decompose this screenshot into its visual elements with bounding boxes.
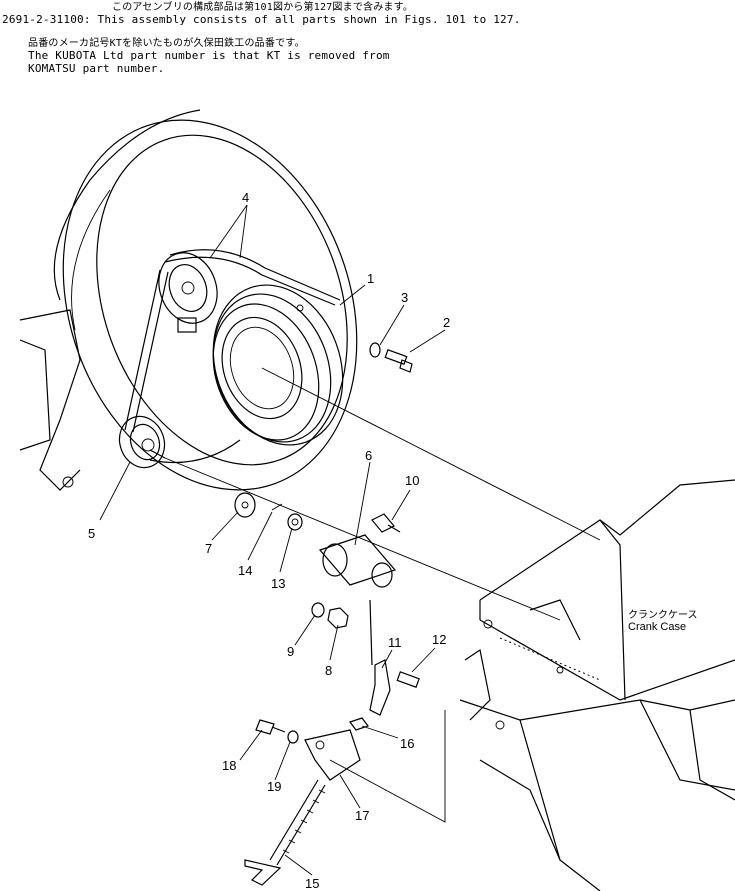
callout-9: 9 — [287, 644, 294, 659]
callout-12: 12 — [432, 632, 446, 647]
header-line-5: KOMATSU part number. — [28, 62, 165, 75]
leader-lines — [99, 204, 446, 876]
header-line-2: 2691-2-31100: This assembly consists of … — [2, 13, 521, 26]
crank-case-label-en: Crank Case — [628, 621, 686, 633]
callout-18: 18 — [222, 758, 236, 773]
upper-pulley — [158, 252, 218, 333]
callout-14: 14 — [238, 563, 252, 578]
crank-case-label-jp: クランクケース — [628, 609, 698, 621]
lower-pulley — [118, 415, 166, 469]
bolt-2 — [369, 342, 413, 373]
callout-1: 1 — [367, 271, 374, 286]
crank-case — [459, 479, 735, 891]
v-belt — [124, 249, 341, 464]
rod-assembly — [244, 599, 446, 886]
callout-2: 2 — [443, 315, 450, 330]
tensioner-assembly — [164, 457, 561, 629]
header-line-3-jp: 品番のメーカ記号KTを除いたものが久保田鉄工の品番です。 — [28, 38, 305, 49]
callout-5: 5 — [88, 526, 95, 541]
callout-16: 16 — [400, 736, 414, 751]
callout-19: 19 — [267, 779, 281, 794]
callout-10: 10 — [405, 473, 419, 488]
callout-4: 4 — [242, 190, 249, 205]
callout-7: 7 — [205, 541, 212, 556]
callout-13: 13 — [271, 576, 285, 591]
callout-11: 11 — [388, 635, 402, 650]
callout-3: 3 — [401, 290, 408, 305]
main-pulley — [212, 284, 344, 446]
callout-6: 6 — [365, 448, 372, 463]
fan-shroud — [19, 109, 358, 491]
callout-8: 8 — [325, 663, 332, 678]
header-line-4: The KUBOTA Ltd part number is that KT is… — [28, 49, 390, 62]
shaft-axis-line — [261, 367, 601, 541]
callout-17: 17 — [355, 808, 369, 823]
header-line-1-jp: このアセンブリの構成部品は第101図から第127図まで含みます。 — [112, 2, 414, 13]
callout-15: 15 — [305, 876, 319, 891]
